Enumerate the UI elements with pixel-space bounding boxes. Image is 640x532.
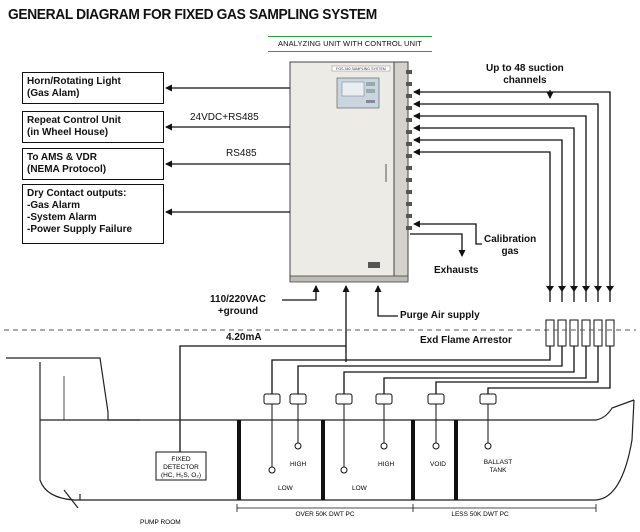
channels-line2: channels [503,75,547,86]
page-title: GENERAL DIAGRAM FOR FIXED GAS SAMPLING S… [8,6,377,23]
output-dry-line4: -Power Supply Failure [27,224,133,235]
power-line1: 110/220VAC [210,294,266,305]
bulkheads [237,420,458,500]
label-ballast-1: BALLAST [484,459,513,466]
label-high-2: HIGH [378,461,395,468]
calibration-line1: Calibration [484,234,537,245]
cabinet-lock-icon [368,262,380,268]
detector-line1: FIXED [171,456,190,463]
detector-line2: DETECTOR [163,464,199,471]
label-pump-room: PUMP ROOM [140,519,181,526]
signal-label-analog: 4.20mA [226,332,262,343]
output-horn-line1: Horn/Rotating Light [27,76,121,87]
output-ams-line2: (NEMA Protocol) [27,164,107,175]
purge-air-label: Purge Air supply [400,310,480,321]
output-ams-line1: To AMS & VDR [27,152,97,163]
output-arrows [165,84,290,216]
sampling-lines [271,346,611,394]
output-dry-line2: -Gas Alarm [27,200,80,211]
label-less-50k: LESS 50K DWT PC [451,511,509,518]
sampling-points [263,393,497,474]
label-void: VOID [430,461,446,468]
analyzing-cabinet: FGS 340 SAMPLING SYSTEM [289,61,409,283]
analyzing-unit-banner: ANALYZING UNIT WITH CONTROL UNIT [268,36,432,52]
output-dry-line1: Dry Contact outputs: [27,188,127,199]
signal-label-rs485: RS485 [226,148,257,159]
output-box-repeat: Repeat Control Unit (in Wheel House) [22,111,164,143]
signal-label-24vdc: 24VDC+RS485 [190,112,259,123]
channels-line1: Up to 48 suction [486,63,564,74]
zone-brackets [236,504,597,512]
channels-label: Up to 48 suction channels [486,63,564,87]
flame-arrestor-label: Exd Flame Arrestor [420,335,512,346]
flame-arrestors [545,286,615,347]
ship-hull [6,357,635,509]
calibration-exhaust-lines [410,220,482,257]
label-ballast-2: TANK [490,467,508,474]
label-low-1: LOW [278,485,294,492]
calibration-label: Calibration gas [484,234,536,258]
power-line2: +ground [217,306,259,317]
cabinet-label: FGS 340 SAMPLING SYSTEM [336,67,386,71]
output-horn-line2: (Gas Alam) [27,88,80,99]
detector-line3: (HC, H₂S, O₂) [161,472,201,479]
fixed-detector-box [155,451,207,481]
output-repeat-line1: Repeat Control Unit [27,115,121,126]
label-high-1: HIGH [290,461,307,468]
input-lines [179,285,398,452]
output-repeat-line2: (in Wheel House) [27,127,109,138]
output-box-dry-contact: Dry Contact outputs: -Gas Alarm -System … [22,184,164,244]
output-box-ams: To AMS & VDR (NEMA Protocol) [22,148,164,180]
label-low-2: LOW [352,485,368,492]
channel-fittings [406,70,412,230]
exhausts-label: Exhausts [434,265,479,276]
power-label: 110/220VAC +ground [210,294,266,318]
output-box-horn: Horn/Rotating Light (Gas Alam) [22,72,164,104]
calibration-line2: gas [501,246,519,257]
suction-channel-lines [413,88,611,292]
label-over-50k: OVER 50K DWT PC [295,511,354,518]
output-dry-line3: -System Alarm [27,212,97,223]
